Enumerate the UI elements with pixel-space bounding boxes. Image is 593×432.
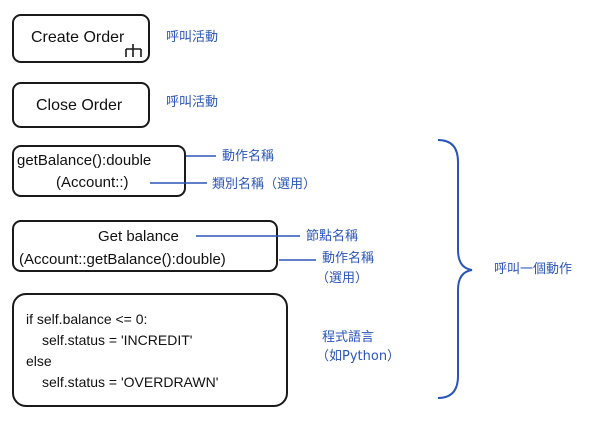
code-line-4: self.status = 'OVERDRAWN' [42,374,219,390]
get-balance-action-node: getBalance():double (Account::) [12,145,186,197]
call-activity-annotation-2: 呼叫活動 [166,95,219,110]
programming-language-annotation: 程式語言 [322,330,375,345]
call-an-action-annotation: 呼叫一個動作 [494,262,573,277]
python-example-annotation: （如Python） [316,349,401,364]
close-order-node: Close Order [12,82,150,128]
action-name-annotation-2: 動作名稱 [322,251,375,266]
account-class-label: (Account::) [56,174,129,191]
create-order-label: Create Order [31,29,125,46]
get-balance-operation-label: getBalance():double [17,152,152,169]
action-name-annotation-1: 動作名稱 [222,149,275,164]
code-line-3: else [26,353,52,369]
class-name-optional-annotation: 類別名稱（選用） [212,177,317,192]
optional-annotation: （選用） [316,271,369,286]
code-line-2: self.status = 'INCREDIT' [42,332,193,348]
get-balance-named-node: Get balance (Account::getBalance():doubl… [12,220,278,272]
curly-brace [437,139,473,399]
rake-icon [125,44,142,57]
close-order-label: Close Order [36,97,123,114]
node-name-annotation: 節點名稱 [306,229,359,244]
node-name-label: Get balance [98,228,179,245]
create-order-node: Create Order [12,14,150,63]
call-activity-annotation-1: 呼叫活動 [166,30,219,45]
code-action-node: if self.balance <= 0: self.status = 'INC… [12,293,288,407]
qualified-operation-label: (Account::getBalance():double) [19,251,226,268]
code-line-1: if self.balance <= 0: [26,311,148,327]
